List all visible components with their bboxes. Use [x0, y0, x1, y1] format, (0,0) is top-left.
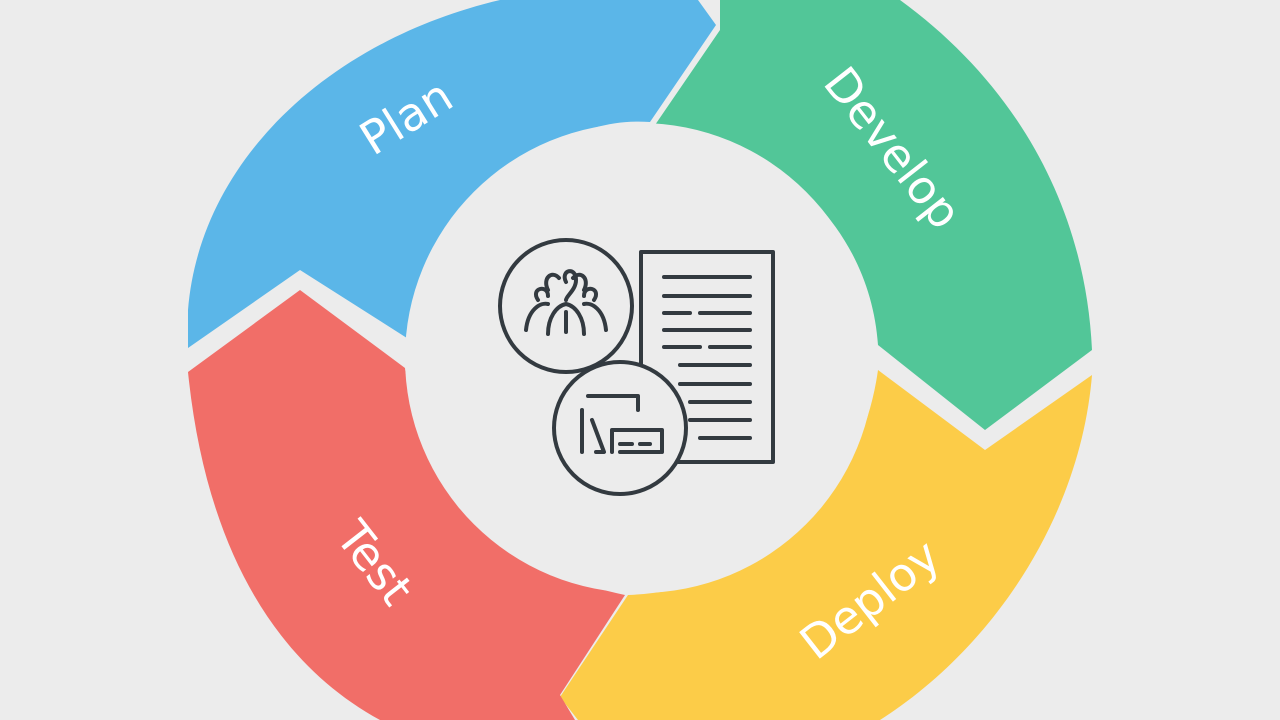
workspace-icon: [552, 360, 688, 496]
team-people-icon: [498, 238, 634, 374]
center-icon-group: [498, 238, 775, 496]
test-segment: [188, 290, 625, 720]
document-lines-icon: [639, 250, 775, 464]
deploy-segment: [560, 370, 1092, 720]
develop-segment: [655, 0, 1092, 430]
plan-segment: [188, 0, 716, 348]
